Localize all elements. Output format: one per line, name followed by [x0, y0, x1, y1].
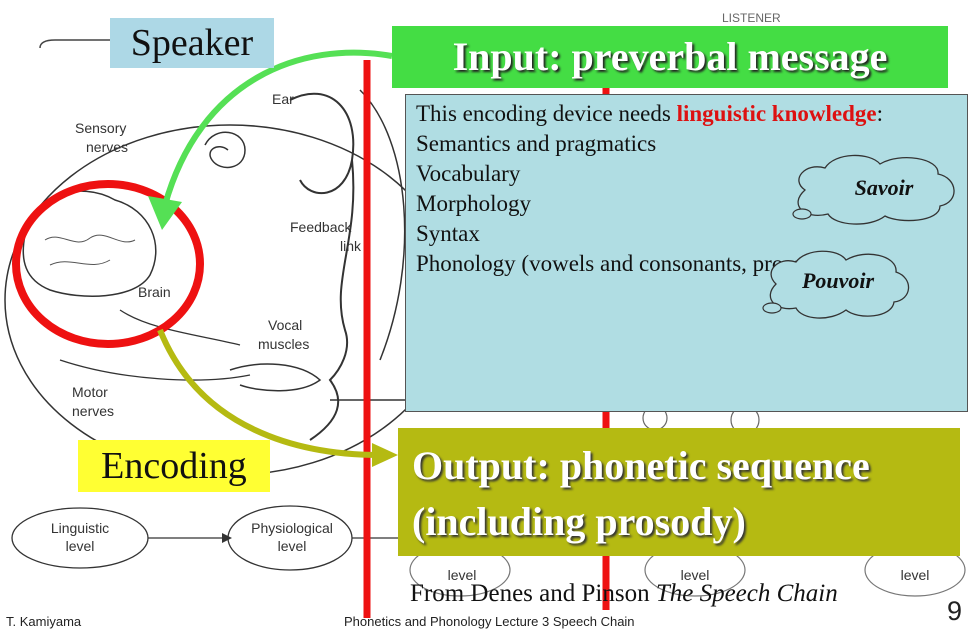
listener-linguistic-label: level	[901, 567, 930, 583]
knowledge-intro: This encoding device needs	[416, 101, 677, 126]
knowledge-item-phonology: Phonology (vowels and consonants, prosod…	[416, 251, 835, 276]
pouvoir-cloud-shape	[769, 250, 910, 319]
pouvoir-cloud: Pouvoir	[762, 250, 910, 319]
acoustic-level-label: level	[448, 567, 477, 583]
listener-physiological-label: level	[681, 567, 710, 583]
pouvoir-text: Pouvoir	[801, 268, 875, 293]
vocal-tract	[229, 363, 322, 392]
knowledge-item-morphology: Morphology	[416, 191, 531, 216]
listener-label: LISTENER	[722, 11, 781, 25]
pouvoir-cloud-bubble	[762, 302, 782, 314]
footer-course: Phonetics and Phonology Lecture 3 Speech…	[344, 614, 635, 629]
level-arrowhead-1	[222, 533, 232, 543]
knowledge-item-vocabulary: Vocabulary	[416, 161, 521, 186]
knowledge-item-syntax: Syntax	[416, 221, 480, 246]
input-title-box: Input: preverbal message	[392, 26, 948, 88]
knowledge-item-semantics: Semantics and pragmatics	[416, 131, 657, 156]
feedback-curve	[359, 89, 406, 361]
savoir-text: Savoir	[855, 175, 914, 200]
brain-label: Brain	[138, 284, 171, 300]
footer-author: T. Kamiyama	[6, 614, 82, 629]
knowledge-colon: :	[876, 101, 883, 126]
speaker-label: Speaker	[110, 18, 274, 68]
vocal-nerve-path	[119, 309, 241, 346]
input-arrow	[162, 49, 393, 206]
source-credit: From Denes and Pinson The Speech Chain	[410, 580, 838, 608]
page-number: 9	[947, 596, 963, 626]
output-title-box: Output: phonetic sequence (including pro…	[398, 428, 960, 556]
savoir-cloud: Savoir	[792, 154, 955, 225]
speaker-loop-oval	[4, 124, 456, 476]
motor-nerve-path	[59, 359, 251, 381]
brain-folds	[44, 234, 136, 266]
linguistic-knowledge-box: This encoding device needs linguistic kn…	[405, 94, 968, 412]
savoir-cloud-shape	[797, 154, 955, 225]
ear-outline	[289, 92, 355, 195]
encoding-label: Encoding	[78, 440, 270, 492]
diagram-frame-line	[39, 39, 112, 49]
output-arrow	[157, 328, 381, 458]
brain-highlight-circle	[12, 180, 204, 348]
cochlea-icon	[204, 131, 246, 169]
savoir-cloud-bubble	[792, 208, 812, 220]
input-arrowhead	[148, 196, 182, 230]
knowledge-highlight: linguistic knowledge	[676, 101, 877, 126]
credit-prefix: From Denes and Pinson	[410, 580, 656, 607]
credit-title: The Speech Chain	[655, 580, 838, 607]
output-arrowhead	[372, 443, 398, 467]
ear-label: Ear	[272, 91, 294, 107]
head-profile	[309, 159, 355, 441]
knowledge-intro-line: This encoding device needs linguistic kn…	[416, 99, 957, 129]
